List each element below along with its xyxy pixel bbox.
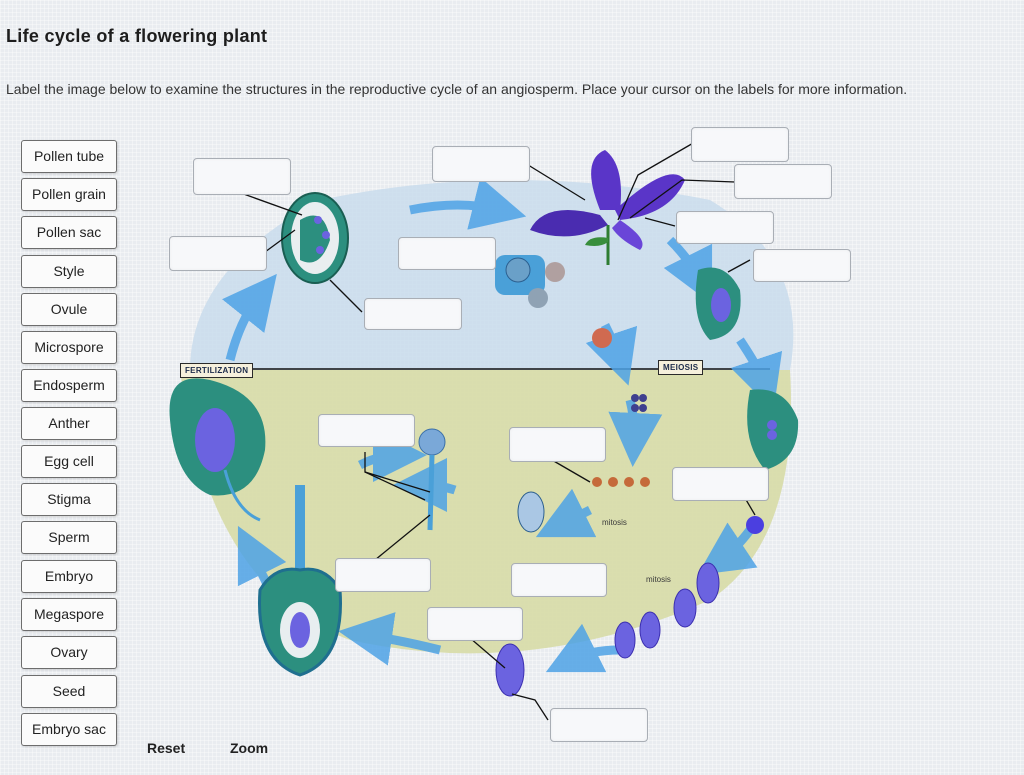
seed bbox=[169, 378, 266, 522]
label-style[interactable]: Style bbox=[21, 255, 117, 288]
drop-target-2[interactable] bbox=[169, 236, 267, 271]
pistil bbox=[258, 485, 342, 677]
label-pollen-sac[interactable]: Pollen sac bbox=[21, 216, 117, 249]
label-microspore[interactable]: Microspore bbox=[21, 331, 117, 364]
label-embryo[interactable]: Embryo bbox=[21, 560, 117, 593]
drop-target-9[interactable] bbox=[753, 249, 851, 282]
drop-target-1[interactable] bbox=[193, 158, 291, 195]
embryo-sac-series bbox=[495, 562, 720, 697]
drop-target-15[interactable] bbox=[427, 607, 523, 641]
drop-target-14[interactable] bbox=[511, 563, 607, 597]
drop-target-6[interactable] bbox=[691, 127, 789, 162]
fertilization-tag: FERTILIZATION bbox=[180, 363, 254, 378]
drop-target-3[interactable] bbox=[364, 298, 462, 330]
meiosis-tag: MEIOSIS bbox=[658, 360, 704, 375]
mitosis-note-2: mitosis bbox=[646, 575, 671, 584]
activity-title: Life cycle of a flowering plant bbox=[6, 26, 268, 46]
life-cycle-diagram: FERTILIZATION MEIOSIS mitosis mitosis bbox=[150, 120, 870, 742]
drop-target-8[interactable] bbox=[676, 211, 774, 244]
instructions: Label the image below to examine the str… bbox=[6, 81, 908, 97]
ovule-upper bbox=[695, 267, 741, 340]
microsporocytes bbox=[495, 255, 647, 412]
label-sperm[interactable]: Sperm bbox=[21, 521, 117, 554]
zoom-button[interactable]: Zoom bbox=[230, 740, 269, 756]
ovule-megaspore bbox=[746, 389, 799, 534]
drop-target-16[interactable] bbox=[550, 708, 648, 742]
anther-cross-section bbox=[281, 192, 349, 284]
drop-target-13[interactable] bbox=[335, 558, 431, 592]
label-endosperm[interactable]: Endosperm bbox=[21, 369, 117, 402]
drop-target-5[interactable] bbox=[398, 237, 496, 270]
label-anther[interactable]: Anther bbox=[21, 407, 117, 440]
drop-target-4[interactable] bbox=[432, 146, 530, 182]
diagram-artwork bbox=[169, 141, 799, 721]
drop-target-10[interactable] bbox=[318, 414, 415, 447]
label-seed[interactable]: Seed bbox=[21, 675, 117, 708]
drop-target-7[interactable] bbox=[734, 164, 832, 199]
pollen-tube-group bbox=[418, 428, 545, 533]
label-pollen-grain[interactable]: Pollen grain bbox=[21, 178, 117, 211]
label-pollen-tube[interactable]: Pollen tube bbox=[21, 140, 117, 173]
mitosis-note-1: mitosis bbox=[602, 518, 627, 527]
megaspore-row bbox=[592, 477, 650, 487]
label-embryo-sac[interactable]: Embryo sac bbox=[21, 713, 117, 746]
label-megaspore[interactable]: Megaspore bbox=[21, 598, 117, 631]
label-stigma[interactable]: Stigma bbox=[21, 483, 117, 516]
drop-target-11[interactable] bbox=[509, 427, 606, 462]
flower bbox=[530, 150, 685, 265]
drop-target-12[interactable] bbox=[672, 467, 769, 501]
label-ovule[interactable]: Ovule bbox=[21, 293, 117, 326]
reset-button[interactable]: Reset bbox=[147, 740, 186, 756]
label-egg-cell[interactable]: Egg cell bbox=[21, 445, 117, 478]
label-ovary[interactable]: Ovary bbox=[21, 636, 117, 669]
